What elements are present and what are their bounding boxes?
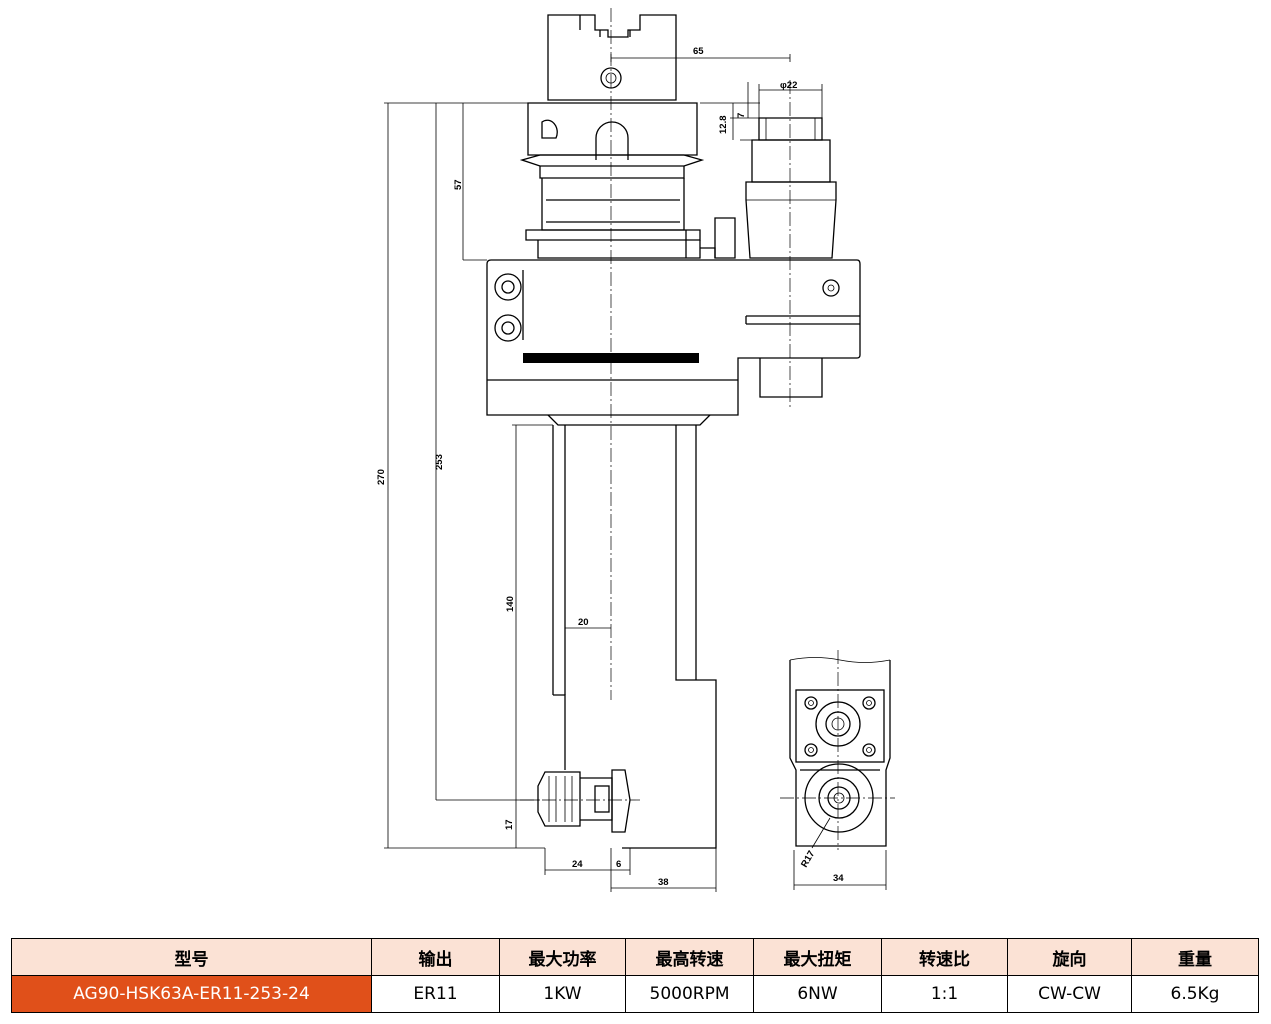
dim-24: 24: [572, 859, 583, 870]
dimension-labels: 65 φ22 12.8 7 57 270 253 140 20 17 24 6 …: [376, 46, 844, 888]
dim-6: 6: [616, 859, 621, 870]
technical-drawing: 65 φ22 12.8 7 57 270 253 140 20 17 24 6 …: [376, 8, 895, 892]
dim-phi22: φ22: [780, 80, 797, 91]
dim-34: 34: [833, 873, 844, 884]
dim-270: 270: [376, 469, 387, 485]
dim-253: 253: [434, 454, 445, 470]
header-max-speed: 最高转速: [625, 938, 754, 976]
spec-table: 型号 输出 最大功率 最高转速 最大扭矩 转速比 旋向 重量 AG90-HSK6…: [11, 938, 1259, 1013]
header-weight: 重量: [1131, 938, 1259, 976]
spec-header-row: 型号 输出 最大功率 最高转速 最大扭矩 转速比 旋向 重量: [11, 938, 1259, 976]
cell-rotation: CW-CW: [1007, 975, 1132, 1013]
dimension-lines: [384, 54, 887, 892]
cell-weight: 6.5Kg: [1131, 975, 1259, 1013]
dim-17: 17: [504, 819, 515, 830]
header-rotation: 旋向: [1007, 938, 1132, 976]
cell-max-power: 1KW: [499, 975, 626, 1013]
dim-140: 140: [505, 596, 516, 612]
header-max-torque: 最大扭矩: [753, 938, 882, 976]
end-view: [780, 650, 895, 850]
dim-r17: R17: [799, 849, 817, 870]
side-view: [486, 8, 861, 849]
cell-max-speed: 5000RPM: [625, 975, 754, 1013]
cell-ratio: 1:1: [881, 975, 1008, 1013]
bolt-holes: [494, 273, 840, 342]
cell-max-torque: 6NW: [753, 975, 882, 1013]
cell-output: ER11: [371, 975, 500, 1013]
dim-12-8: 12.8: [718, 116, 729, 135]
spec-data-row: AG90-HSK63A-ER11-253-24 ER11 1KW 5000RPM…: [11, 975, 1259, 1013]
dim-65: 65: [693, 46, 704, 57]
header-max-power: 最大功率: [499, 938, 626, 976]
dim-20: 20: [578, 617, 589, 628]
header-model: 型号: [11, 938, 372, 976]
cell-model: AG90-HSK63A-ER11-253-24: [11, 975, 372, 1013]
dim-7: 7: [736, 113, 747, 118]
dim-38: 38: [658, 877, 669, 888]
dim-57: 57: [453, 179, 464, 190]
header-output: 输出: [371, 938, 500, 976]
header-ratio: 转速比: [881, 938, 1008, 976]
